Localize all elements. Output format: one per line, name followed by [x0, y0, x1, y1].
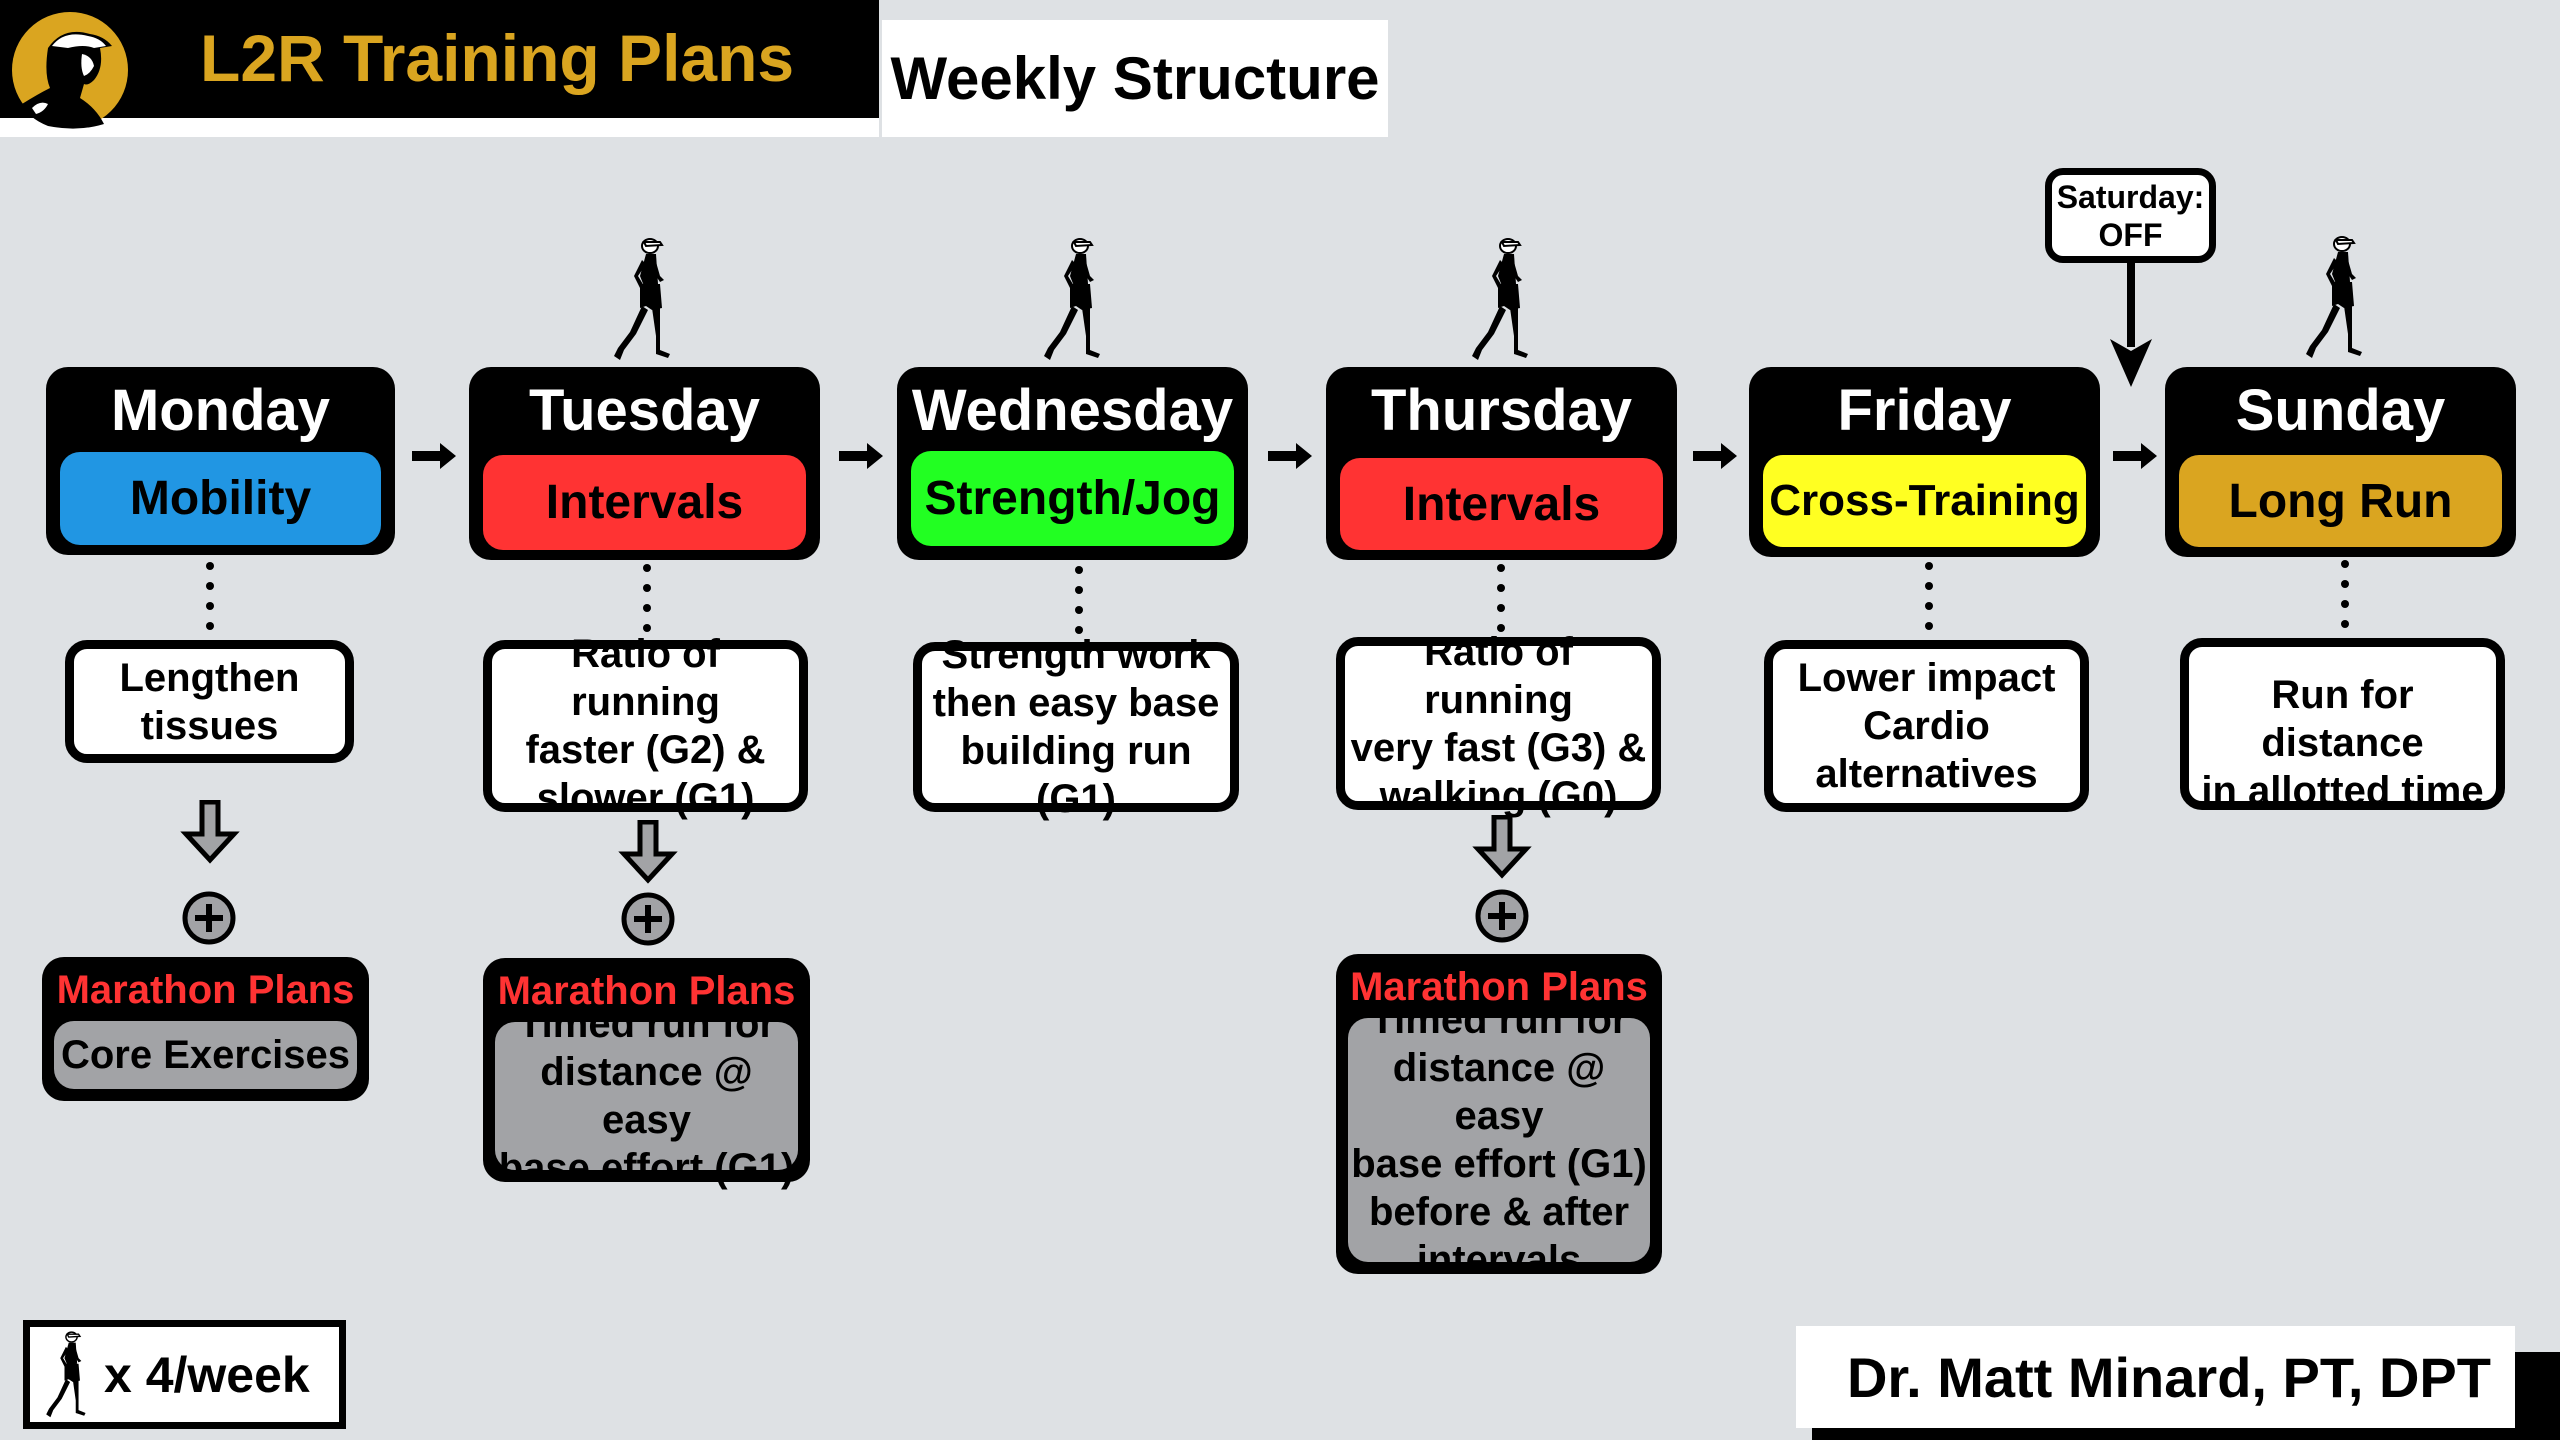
author-box: Dr. Matt Minard, PT, DPT: [1796, 1326, 2515, 1428]
dotted-connector: [1497, 564, 1505, 632]
legend-text: x 4/week: [104, 1346, 310, 1403]
workout-type-pill: Mobility: [60, 452, 381, 545]
description-friday: Lower impact Cardio alternatives: [1764, 640, 2089, 812]
hollow-arrow-down-icon: [180, 800, 240, 864]
description-tuesday: Ratio of running faster (G2) & slower (G…: [483, 632, 808, 820]
arrow-right-icon: [1693, 443, 1737, 469]
day-name: Tuesday: [528, 378, 760, 443]
runner-icon: [1036, 236, 1114, 364]
marathon-plans-body: Timed run for distance @ easy base effor…: [1348, 998, 1650, 1282]
dotted-connector: [2341, 560, 2349, 628]
dotted-connector: [643, 564, 651, 632]
marathon-card-tuesday: Marathon Plans Timed run for distance @ …: [483, 958, 810, 1190]
hollow-arrow-down-icon: [618, 820, 678, 884]
page-title: Weekly Structure: [890, 45, 1380, 112]
plus-circle-icon: [1475, 889, 1529, 943]
description-wednesday: Strength work then easy base building ru…: [913, 633, 1239, 821]
plus-circle-icon: [621, 892, 675, 946]
day-name: Monday: [110, 378, 331, 443]
dotted-connector: [206, 562, 214, 630]
runner-icon: [1464, 236, 1542, 364]
marathon-plans-body: Timed run for distance @ easy base effor…: [495, 1002, 798, 1190]
workout-type-pill: Intervals: [1340, 458, 1663, 550]
day-name: Friday: [1837, 378, 2012, 443]
day-card-sunday: Sunday Long Run: [2165, 367, 2516, 557]
day-name: Wednesday: [911, 378, 1234, 443]
day-card-tuesday: Tuesday Intervals: [469, 367, 820, 560]
saturday-off-box: Saturday: OFF: [2045, 168, 2216, 263]
description-sunday: Run for distance in allotted time: [2180, 638, 2505, 813]
author-name: Dr. Matt Minard, PT, DPT: [1846, 1345, 2491, 1409]
runner-icon: [40, 1330, 96, 1420]
day-card-wednesday: Wednesday Strength/Jog: [897, 367, 1248, 560]
dotted-connector: [1075, 566, 1083, 634]
arrow-right-icon: [2113, 443, 2157, 469]
day-card-thursday: Thursday Intervals: [1326, 367, 1677, 560]
plus-circle-icon: [182, 891, 236, 945]
legend-box: x 4/week: [23, 1320, 346, 1429]
marathon-card-monday: Marathon Plans Core Exercises: [42, 957, 369, 1101]
arrow-right-icon: [412, 443, 456, 469]
arrow-right-icon: [1268, 443, 1312, 469]
workout-type-pill: Cross-Training: [1763, 455, 2086, 547]
dotted-connector: [1925, 562, 1933, 630]
marathon-plans-title: Marathon Plans: [1350, 965, 1648, 1009]
marathon-plans-title: Marathon Plans: [56, 968, 355, 1012]
day-card-friday: Friday Cross-Training: [1749, 367, 2100, 557]
workout-type-pill: Strength/Jog: [911, 451, 1234, 546]
header-bar: [0, 0, 879, 118]
description-monday: Lengthen tissues: [65, 640, 354, 763]
day-card-monday: Monday Mobility: [46, 367, 395, 555]
workout-type-pill: Intervals: [483, 455, 806, 550]
day-name: Sunday: [2235, 378, 2446, 443]
runner-portrait-logo-icon: [12, 12, 128, 129]
runner-icon: [606, 236, 684, 364]
hollow-arrow-down-icon: [1472, 815, 1532, 879]
runner-icon: [2298, 234, 2376, 362]
marathon-plans-body: Core Exercises: [54, 1021, 357, 1089]
marathon-plans-title: Marathon Plans: [497, 969, 796, 1013]
header-underline: [0, 118, 879, 137]
description-thursday: Ratio of running very fast (G3) & walkin…: [1336, 630, 1661, 818]
arrow-right-icon: [839, 443, 883, 469]
subtitle-box: Weekly Structure: [882, 20, 1388, 137]
day-name: Thursday: [1370, 378, 1633, 443]
marathon-card-thursday: Marathon Plans Timed run for distance @ …: [1336, 954, 1662, 1282]
workout-type-pill: Long Run: [2179, 455, 2502, 547]
brand-title: L2R Training Plans: [200, 21, 795, 95]
arrow-down-icon: [2110, 263, 2152, 387]
